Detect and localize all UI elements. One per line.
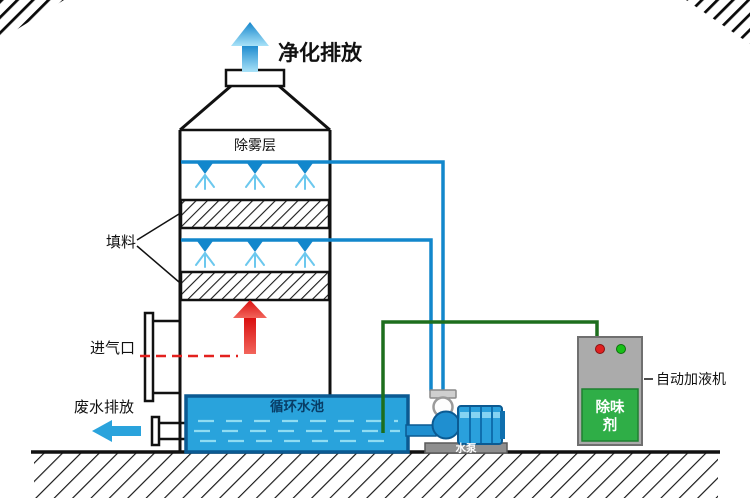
tower-taper-left [179, 84, 232, 132]
label-purified-exhaust: 净化排放 [278, 41, 363, 65]
packing-pointer-upper [136, 213, 180, 241]
tank-body [184, 394, 410, 454]
dosing-pipe [381, 320, 599, 433]
spray-nozzle [295, 163, 315, 190]
packing-pointer-lower [136, 245, 180, 283]
ripple-lines [194, 419, 400, 443]
tower-outlet-rim [224, 68, 286, 88]
pump-volute [431, 410, 461, 440]
spray-header-upper [181, 160, 445, 391]
tank-label: 循环水池 [270, 398, 324, 414]
label-air-inlet: 进气口 [90, 340, 135, 357]
packing-layer-lower [179, 270, 331, 302]
exhaust-arrow-shaft [242, 44, 258, 72]
wastewater-drain [92, 415, 187, 447]
callout-labels: 净化排放 除雾层 填料 进气口 废水排放 自动加液机 [74, 41, 726, 416]
spray-piping [181, 160, 445, 391]
spray-fan [245, 252, 265, 268]
ground-hatch [34, 452, 718, 498]
gas-arrow-shaft [244, 318, 256, 354]
wastewater-arrow-shaft [112, 426, 141, 436]
water-pump: 水泵 [405, 389, 508, 455]
exhaust-arrow [231, 22, 269, 72]
spray-nozzle [295, 241, 315, 268]
spray-header-lower [181, 238, 433, 391]
label-packing: 填料 [106, 234, 136, 251]
label-wastewater: 废水排放 [74, 399, 134, 416]
packing-layer-upper [179, 198, 331, 230]
exhaust-arrow-head [231, 22, 269, 46]
spray-nozzle [195, 241, 215, 268]
spray-fan [195, 174, 215, 190]
tower-taper-right [278, 84, 331, 132]
water-tank: 循环水池 [184, 394, 410, 454]
deodorant-label-line2: 剂 [602, 416, 618, 434]
spray-nozzles-upper [195, 163, 315, 190]
label-doser: 自动加液机 [656, 371, 726, 387]
gas-flow [140, 300, 267, 358]
spray-fan [245, 174, 265, 190]
wastewater-arrow-head [92, 420, 112, 442]
corner-hatch-right [686, 0, 750, 44]
deodorant-label-line1: 除味 [596, 398, 625, 416]
pump-suction-pipe [405, 424, 437, 437]
dosing-machine: 除味 剂 [577, 336, 643, 446]
deodorant-tank [581, 388, 639, 442]
spray-fan [295, 252, 315, 268]
pump-label: 水泵 [455, 442, 477, 455]
gas-arrow-head [233, 300, 267, 318]
spray-fan [195, 252, 215, 268]
ground [31, 450, 720, 498]
indicator-light-red [595, 344, 605, 354]
spray-nozzle [245, 163, 265, 190]
corner-hatch-left [0, 0, 64, 40]
drain-flange [150, 415, 161, 447]
spray-fan [295, 174, 315, 190]
spray-nozzles-lower [195, 241, 315, 268]
label-demister: 除雾层 [234, 137, 276, 153]
pump-motor-fins [469, 407, 493, 443]
indicator-light-green [616, 344, 626, 354]
pump-motor-endcap [500, 411, 505, 439]
spray-nozzle [195, 163, 215, 190]
spray-nozzle [245, 241, 265, 268]
